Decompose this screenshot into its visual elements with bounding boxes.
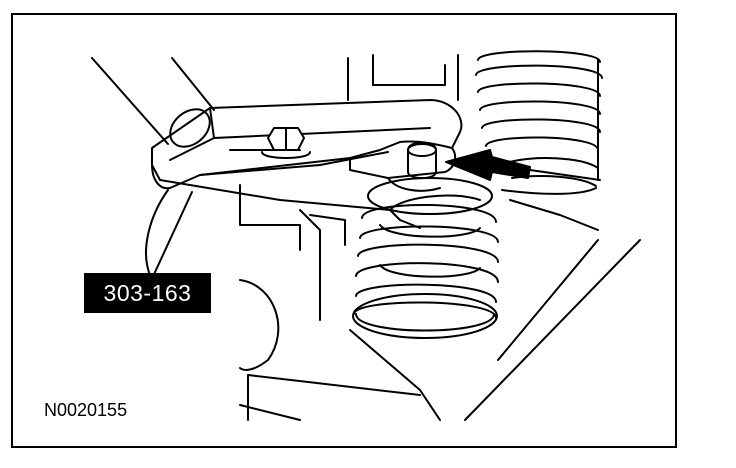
callout-leader-line [149,191,193,284]
spring-compressor-tool [91,57,481,229]
figure-id: N0020155 [44,400,128,420]
cylinder-head-lines [145,54,641,421]
pointer-arrow [445,149,601,181]
front-valve-spring [352,177,499,339]
rear-valve-spring [475,50,603,195]
tool-number-callout: 303-163 [84,273,211,313]
